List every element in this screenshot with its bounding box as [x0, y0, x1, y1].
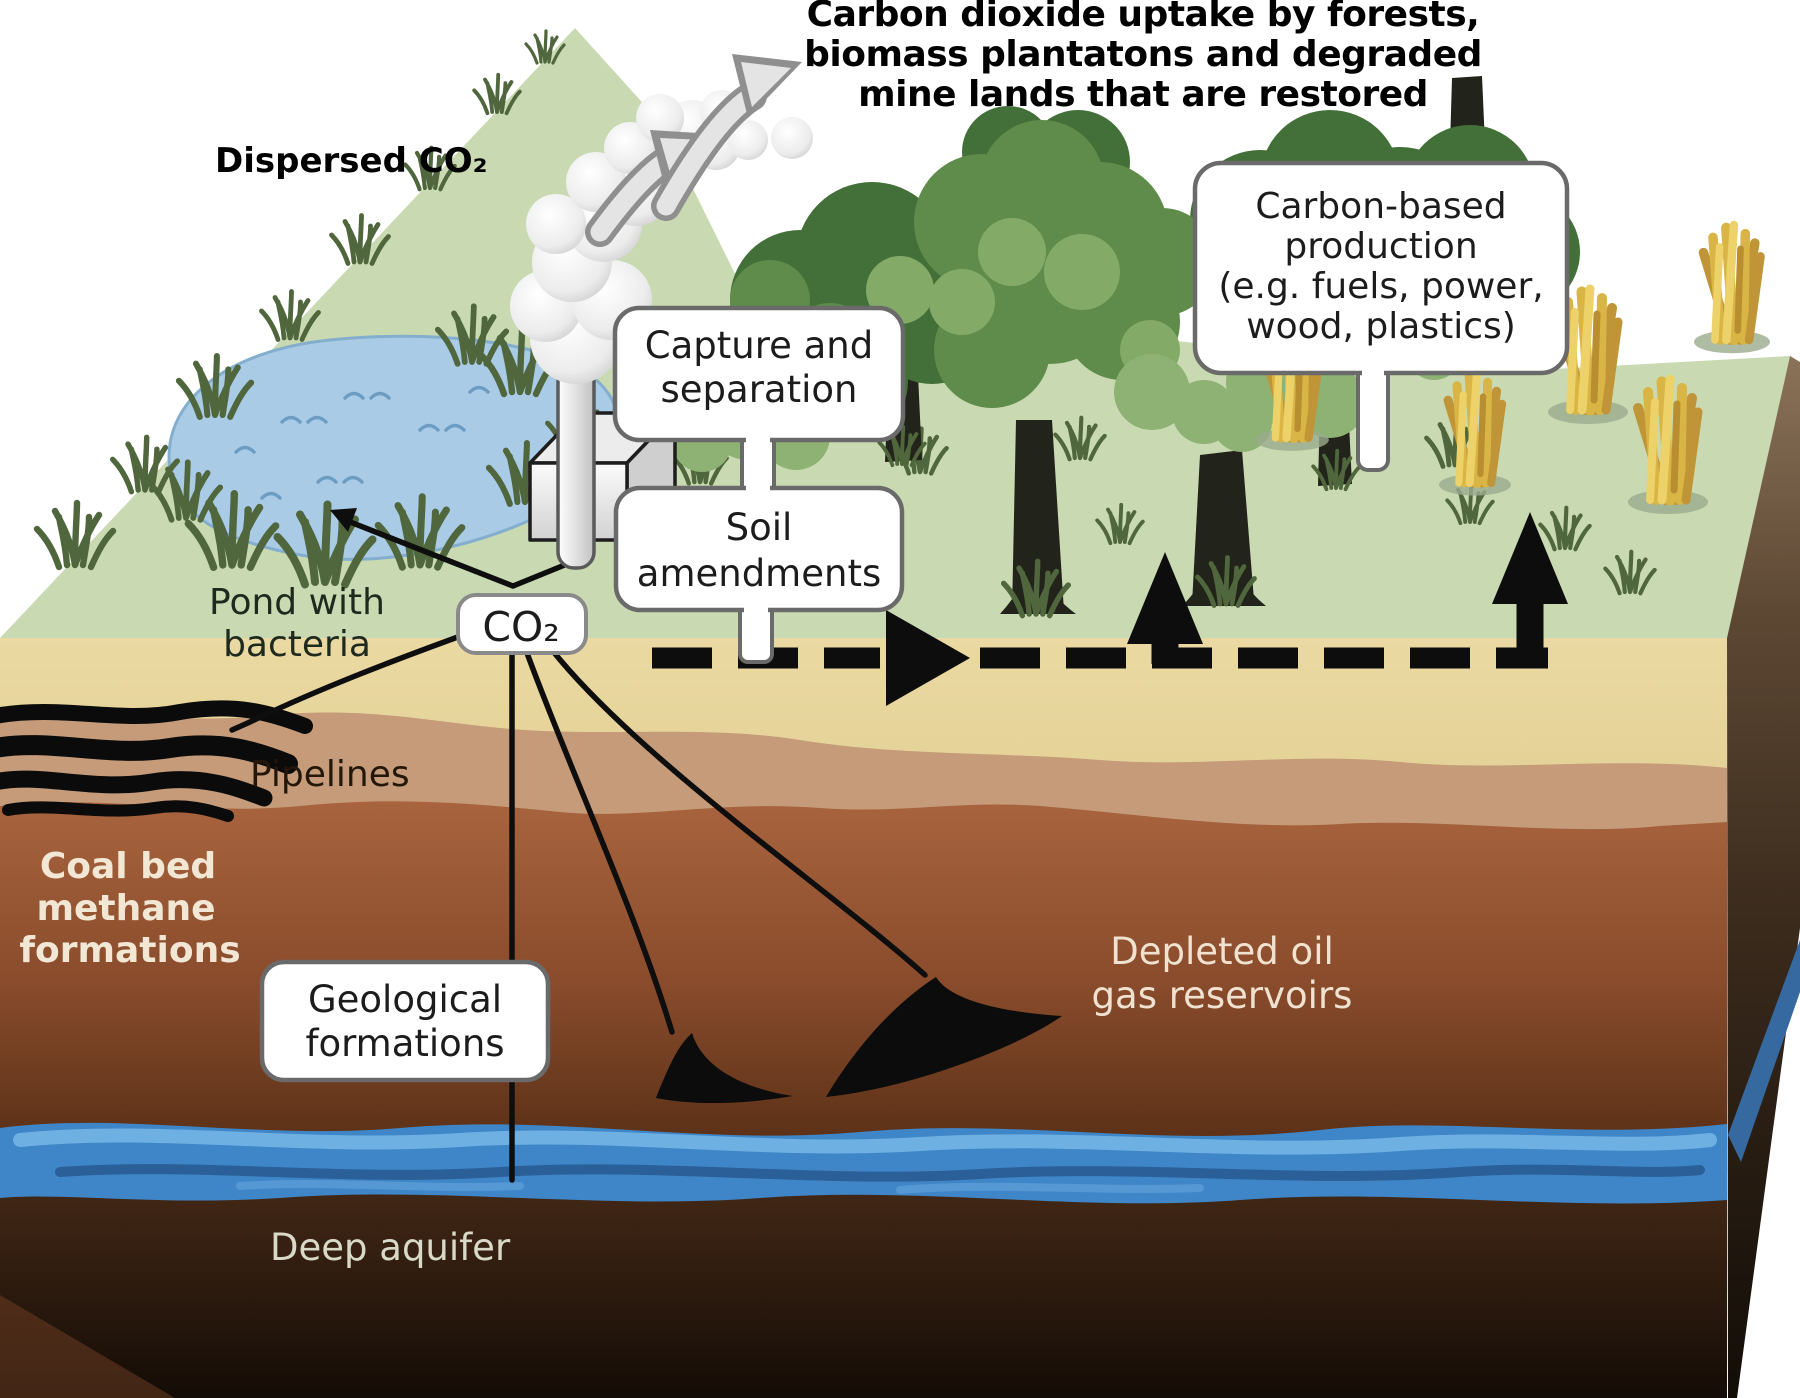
oil-gas-lens-large [826, 977, 1062, 1097]
callouts [259, 160, 1570, 1083]
uptake-arrow-1 [1127, 552, 1203, 664]
co2-node [456, 593, 588, 655]
geological-formations-callout [259, 959, 551, 1083]
coal-label-line-1: Coal bed [40, 846, 216, 887]
pipelines-label: Pipelines [250, 754, 410, 795]
dispersed-co2-label: Dispersed CO₂ [215, 141, 488, 181]
depleted-label-line-1: Depleted oil [1110, 930, 1334, 973]
aquifer-right-face [1728, 940, 1800, 1162]
title-line-3: mine lands that are restored [858, 74, 1428, 115]
oil-gas-lens-small [656, 1033, 793, 1104]
geological-callout-line-1: Geological [308, 978, 502, 1021]
capture-callout-line-1: Capture and [645, 324, 874, 367]
capture-callout-line-2: separation [661, 368, 858, 411]
uptake-arrow-2 [1492, 512, 1568, 664]
flow-arrowhead [886, 610, 970, 706]
pond-label-line-2: bacteria [223, 624, 371, 665]
diagram-title: Carbon dioxide uptake by forests, biomas… [804, 0, 1482, 115]
title-line-1: Carbon dioxide uptake by forests, [807, 0, 1480, 35]
co2-node-label: CO₂ [482, 603, 559, 651]
carbon-callout-line-2: production [1284, 226, 1477, 267]
coal-label-line-3: formations [19, 930, 240, 971]
pond-arrowhead [330, 508, 357, 532]
carbon-callout-line-4: wood, plastics) [1246, 306, 1516, 347]
carbon-callout-line-1: Carbon-based [1255, 186, 1506, 227]
bottom-left-wedge [0, 1295, 175, 1398]
soil-callout-line-1: Soil [726, 506, 793, 549]
depleted-label-line-2: gas reservoirs [1092, 974, 1353, 1017]
coal-label-line-2: methane [36, 888, 215, 929]
deep-aquifer-label: Deep aquifer [270, 1226, 511, 1269]
dispersal-arrow-icon-2 [651, 54, 802, 221]
pond-label-line-1: Pond with [209, 582, 385, 623]
surface-flow-arrow [652, 512, 1568, 706]
title-line-2: biomass plantatons and degraded [804, 34, 1482, 75]
deep-aquifer-band [0, 1122, 1727, 1204]
geological-callout-line-2: formations [305, 1022, 504, 1065]
carbon-callout-line-3: (e.g. fuels, power, [1218, 266, 1543, 307]
coal-bed-seams [0, 700, 313, 822]
soil-callout-line-2: amendments [637, 552, 881, 595]
